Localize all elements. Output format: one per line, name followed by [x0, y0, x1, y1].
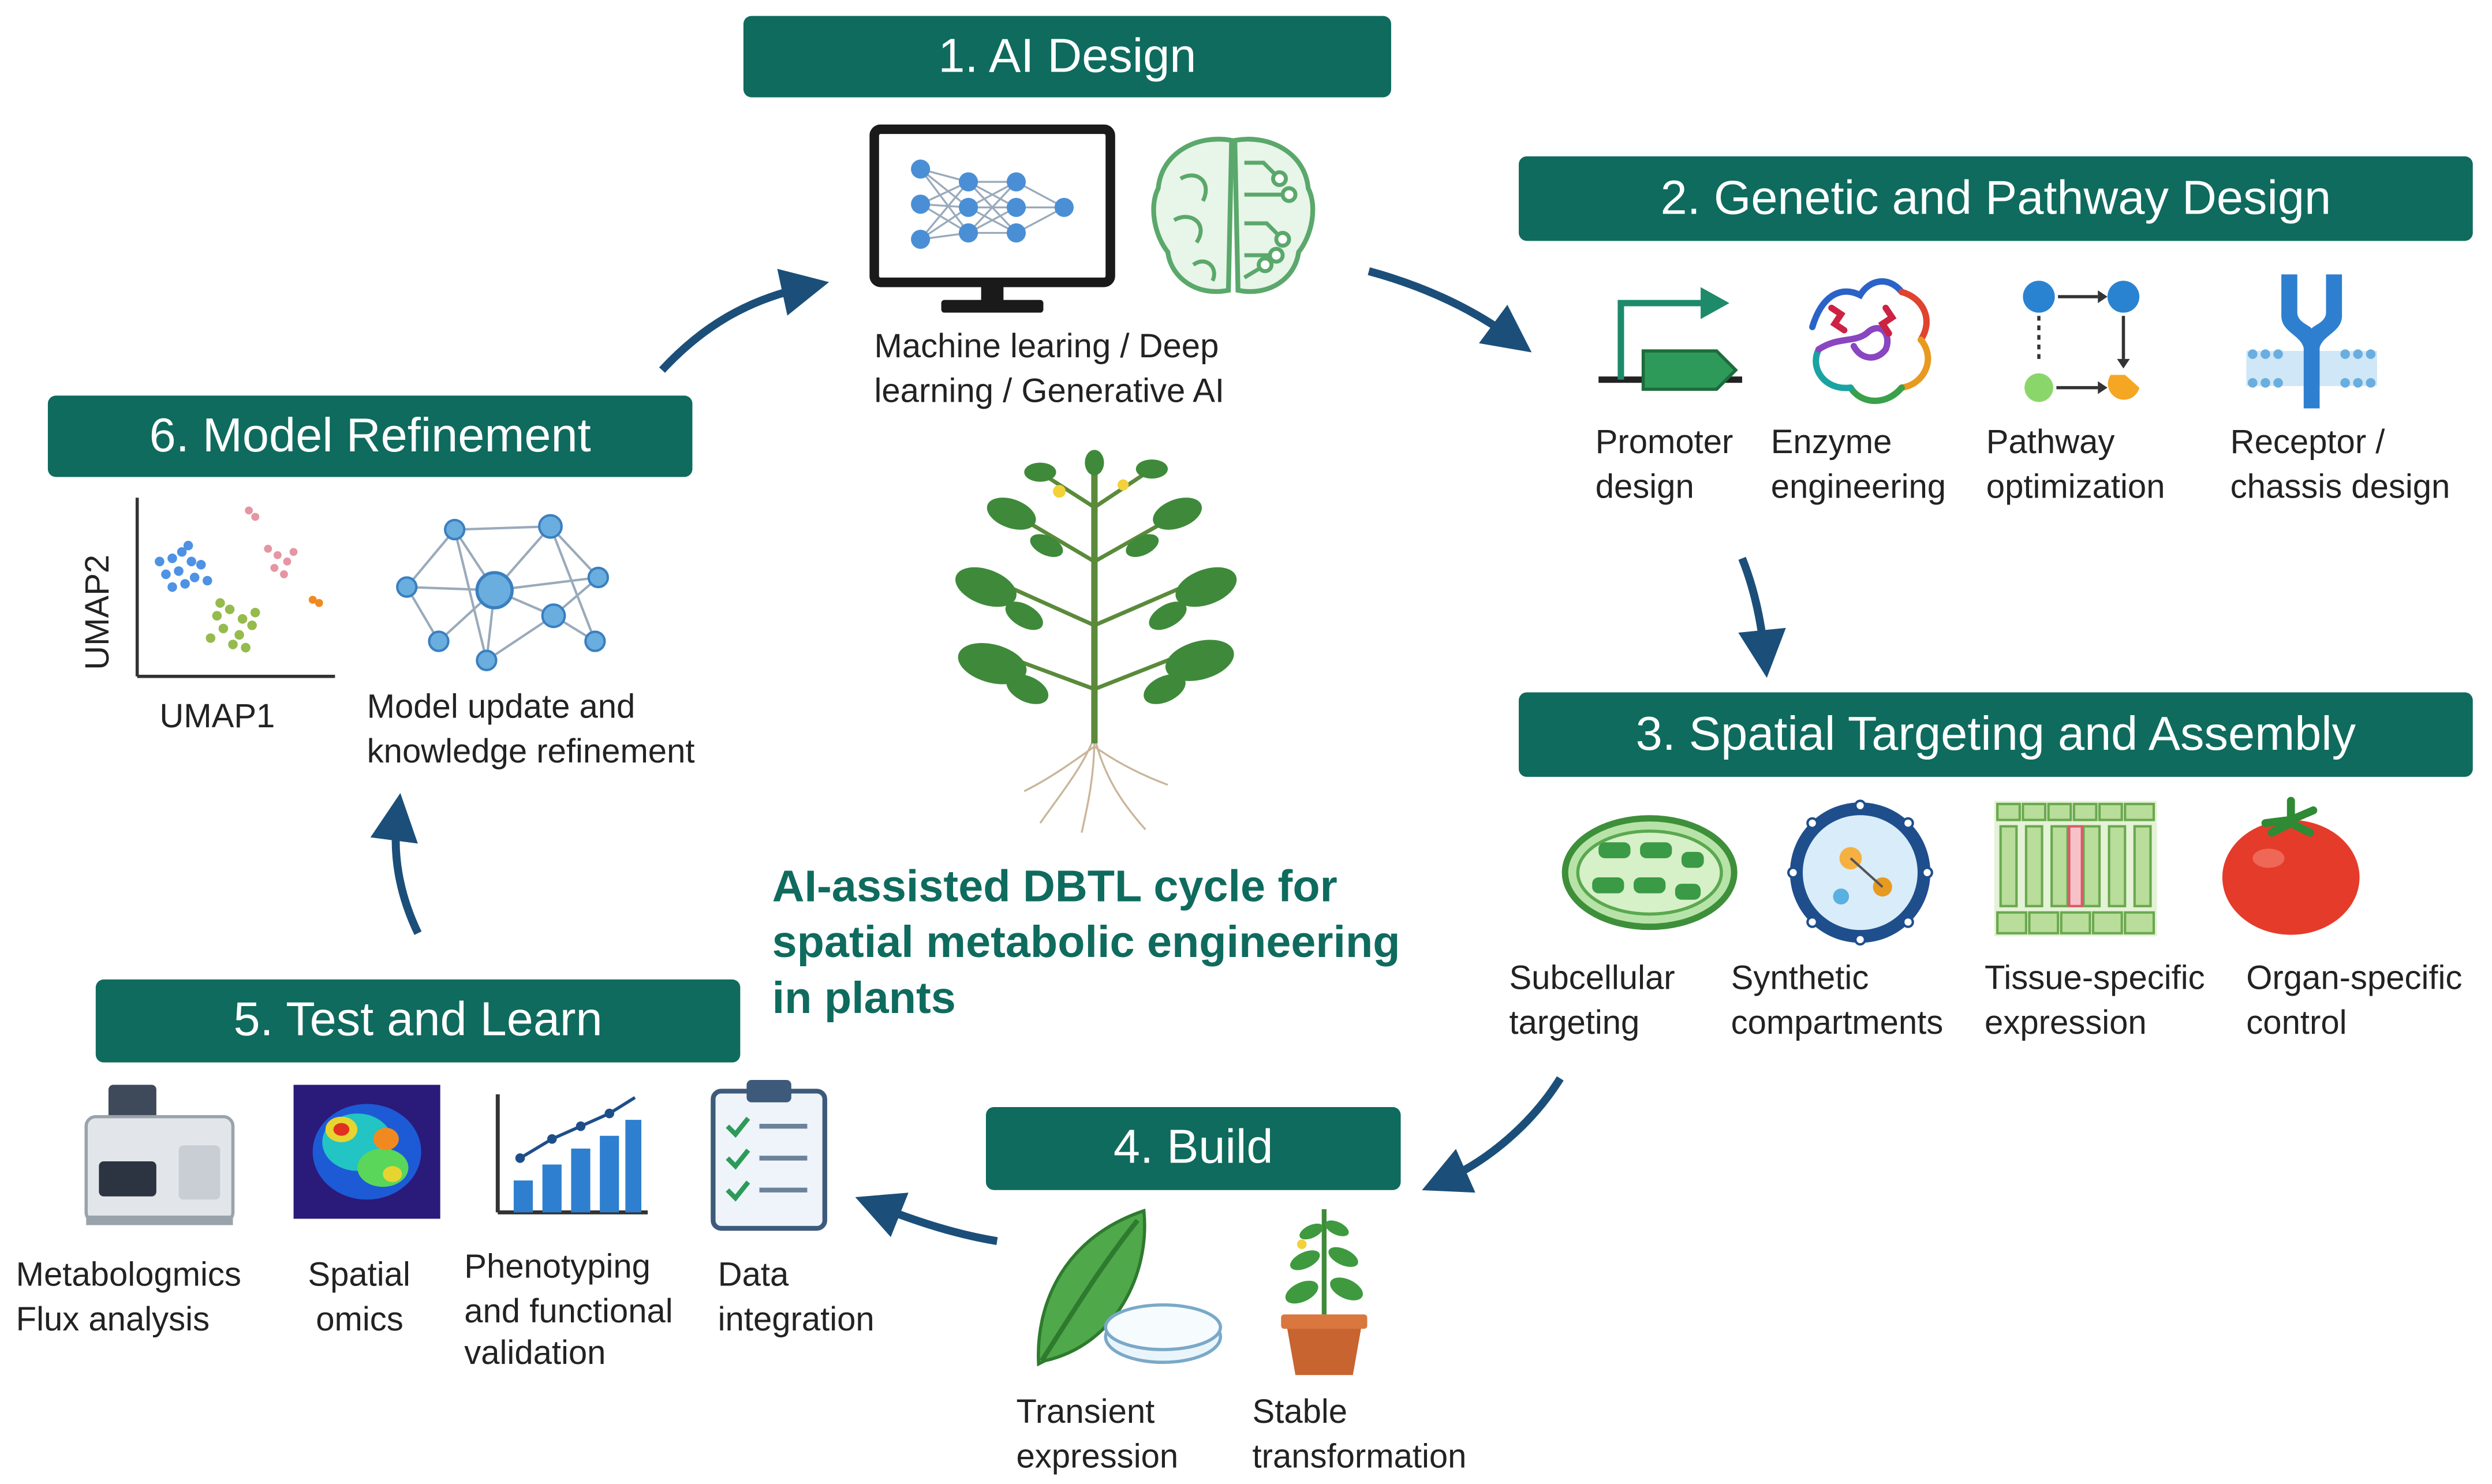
synthetic-compartment-icon [1787, 799, 1933, 946]
petri-dish-icon [1104, 1303, 1222, 1364]
ai-design-label-line2: learning / Generative AI [874, 373, 1225, 410]
ai-design-label-line1: Machine learing / Deep [874, 328, 1219, 365]
spatial-item-1-line1: Subcellular [1509, 960, 1675, 997]
stage-1-header: 1. AI Design [743, 16, 1391, 98]
build-item-2-line1: Stable [1252, 1394, 1348, 1431]
test-item-4-line2: integration [718, 1302, 875, 1339]
umap-y-axis-label: UMAP2 [80, 554, 117, 670]
spatial-item-4-line2: control [2246, 1005, 2347, 1042]
mass-spectrometer-icon [84, 1085, 235, 1225]
leaf-icon [1037, 1208, 1146, 1367]
stage-5-header: 5. Test and Learn [95, 979, 741, 1063]
arrow-5-to-6 [370, 793, 422, 935]
genetic-item-1-line1: Promoter [1595, 424, 1733, 461]
genetic-item-3-line2: optimization [1986, 469, 2165, 506]
tomato-icon [2222, 797, 2360, 935]
build-item-2-line2: transformation [1252, 1438, 1467, 1476]
test-item-3-line2: and functional [464, 1294, 673, 1330]
spatial-item-4-line1: Organ-specific [2246, 960, 2463, 997]
test-item-2-line2: omics [316, 1302, 403, 1339]
test-item-1-line1: Metabologmics [16, 1257, 241, 1294]
test-item-3-line3: validation [464, 1335, 606, 1372]
clipboard-checklist-icon [711, 1080, 827, 1231]
stage-3-header: 3. Spatial Targeting and Assembly [1519, 692, 2473, 777]
test-item-2-line1: Spatial [308, 1257, 410, 1294]
spatial-item-1-line2: targeting [1509, 1005, 1640, 1042]
test-item-1-line2: Flux analysis [16, 1302, 210, 1339]
umap-x-axis-label: UMAP1 [159, 698, 275, 736]
enzyme-protein-icon [1809, 278, 1931, 404]
refine-label-line2: knowledge refinement [367, 734, 695, 771]
cycle-title-line2: spatial metabolic engineering [772, 917, 1400, 967]
spatial-omics-heatmap-icon [293, 1085, 440, 1219]
cycle-title-line3: in plants [772, 973, 956, 1023]
pathway-icon [2023, 281, 2140, 402]
refine-label-line1: Model update and [367, 689, 636, 726]
genetic-item-4-line2: chassis design [2230, 469, 2450, 506]
arrow-6-to-1 [659, 268, 830, 373]
promoter-icon [1598, 287, 1742, 391]
umap-scatter-icon [135, 498, 335, 678]
genetic-item-1-line2: design [1595, 469, 1694, 506]
cycle-title-line1: AI-assisted DBTL cycle for [772, 861, 1337, 911]
knowledge-graph-icon [396, 514, 610, 671]
tissue-icon [1994, 801, 2157, 937]
chloroplast-icon [1561, 815, 1738, 930]
genetic-item-2-line2: engineering [1770, 469, 1946, 506]
arrow-4-to-5 [855, 1193, 998, 1245]
spatial-item-2-line2: compartments [1731, 1005, 1944, 1042]
build-item-1-line1: Transient [1016, 1394, 1155, 1431]
cycle-title: AI-assisted DBTL cycle for spatial metab… [772, 858, 1400, 1026]
receptor-icon [2246, 274, 2377, 409]
genetic-item-3-line1: Pathway [1986, 424, 2115, 461]
central-plant-icon [955, 450, 1237, 833]
spatial-item-3-line2: expression [1985, 1005, 2147, 1042]
test-item-3-line1: Phenotyping [464, 1248, 651, 1286]
brain-circuit-icon [1151, 136, 1316, 294]
potted-plant-icon [1281, 1209, 1368, 1375]
build-item-1-line2: expression [1016, 1438, 1179, 1476]
stage-6-header: 6. Model Refinement [47, 395, 693, 477]
genetic-item-4-line1: Receptor / [2230, 424, 2385, 461]
bar-chart-icon [495, 1094, 648, 1214]
stage-4-header: 4. Build [985, 1107, 1401, 1190]
arrow-1-to-2 [1368, 267, 1532, 353]
arrow-2-to-3 [1738, 556, 1786, 678]
computer-neural-network-icon [869, 124, 1115, 313]
spatial-item-3-line1: Tissue-specific [1985, 960, 2205, 997]
stage-2-header: 2. Genetic and Pathway Design [1519, 156, 2473, 241]
arrow-3-to-4 [1422, 1076, 1564, 1193]
genetic-item-2-line1: Enzyme [1770, 424, 1892, 461]
spatial-item-2-line1: Synthetic [1731, 960, 1869, 997]
test-item-4-line1: Data [718, 1257, 789, 1294]
